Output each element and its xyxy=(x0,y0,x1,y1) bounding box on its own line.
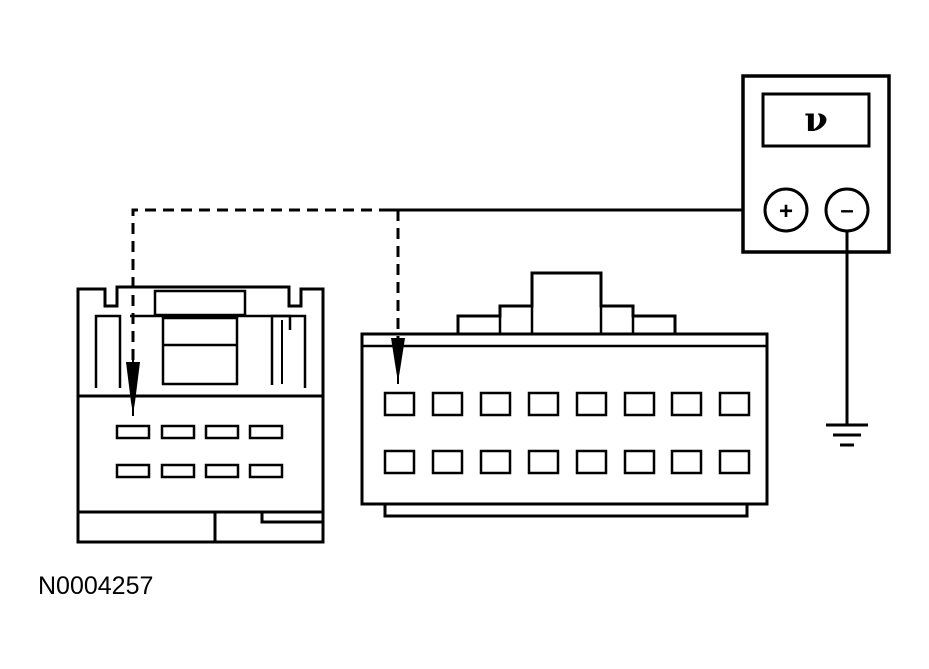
left-connector-pins xyxy=(115,424,284,479)
right-connector-pins xyxy=(383,391,751,475)
pin xyxy=(670,449,703,475)
test-probe-icon xyxy=(126,360,140,416)
pin xyxy=(527,449,560,475)
pin xyxy=(718,391,751,417)
pin xyxy=(623,449,656,475)
positive-terminal-label: + xyxy=(779,198,793,225)
pin xyxy=(431,391,464,417)
pin xyxy=(115,424,151,440)
meter-unit-label: ν xyxy=(804,100,828,140)
positive-terminal xyxy=(763,187,809,233)
voltmeter: ν + – xyxy=(741,74,891,254)
test-leads xyxy=(131,208,768,360)
pin xyxy=(431,449,464,475)
pin xyxy=(204,424,240,440)
left-connector xyxy=(76,285,325,544)
test-probe-icon xyxy=(391,336,405,384)
pin xyxy=(527,391,560,417)
pin xyxy=(383,391,416,417)
pin xyxy=(204,463,240,479)
ground-symbol-icon xyxy=(826,231,868,447)
pin xyxy=(479,391,512,417)
negative-terminal-label: – xyxy=(840,197,853,224)
pin xyxy=(670,391,703,417)
pin xyxy=(479,449,512,475)
pin xyxy=(623,391,656,417)
pin xyxy=(575,449,608,475)
pin xyxy=(160,463,196,479)
figure-id: N0004257 xyxy=(38,572,153,600)
right-connector xyxy=(360,271,769,518)
meter-display xyxy=(761,92,871,148)
pin xyxy=(248,424,284,440)
pin xyxy=(115,463,151,479)
pin xyxy=(718,449,751,475)
pin xyxy=(248,463,284,479)
pin xyxy=(575,391,608,417)
pin xyxy=(160,424,196,440)
pin xyxy=(383,449,416,475)
